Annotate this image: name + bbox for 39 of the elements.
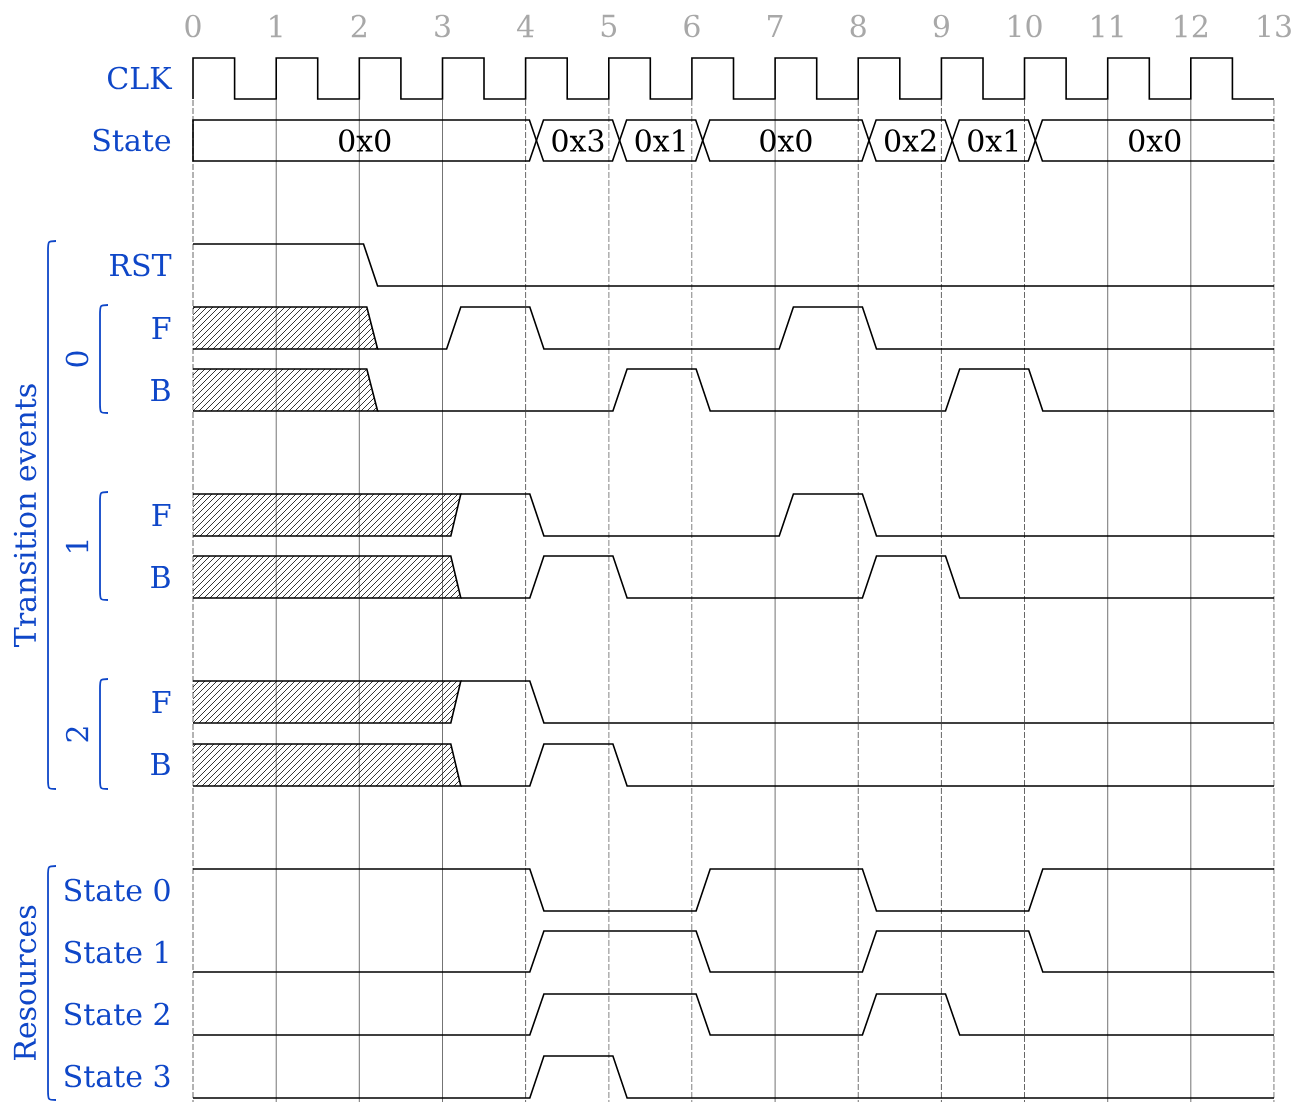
tick-label: 13	[1258, 14, 1291, 38]
signal-label: B	[151, 753, 170, 775]
group-label: 1	[65, 540, 89, 552]
signal-label: F	[152, 504, 171, 526]
tick-label: 4	[517, 14, 534, 38]
group-label: 2	[65, 727, 89, 742]
signal-label: State 3	[65, 1064, 170, 1088]
signal-label: State	[93, 128, 171, 152]
signal-label: CLK	[108, 66, 173, 90]
tick-label: 11	[1092, 14, 1123, 38]
signal-label: B	[151, 566, 170, 588]
signal-label: F	[152, 317, 171, 339]
bus-segment: 0x1	[951, 119, 1037, 162]
tick-label: 0	[185, 14, 201, 38]
signal-label: B	[151, 379, 170, 401]
signal-label: RST	[110, 253, 172, 277]
signal-label: F	[152, 691, 171, 713]
tick-label: 6	[684, 14, 700, 38]
tick-label: 5	[601, 14, 616, 38]
signal-label: State 0	[65, 878, 170, 902]
tick-label: 10	[1009, 14, 1042, 38]
signal-label: State 2	[65, 1002, 169, 1026]
signal-label: State 1	[65, 940, 168, 964]
tick-label: 12	[1175, 14, 1207, 38]
group-label: Transition events	[13, 384, 37, 647]
tick-label: 7	[768, 15, 783, 37]
group-label: 0	[65, 351, 89, 367]
tick-label: 9	[933, 14, 949, 38]
bus-segment: 0x0	[1034, 119, 1275, 162]
tick-label: 8	[850, 14, 866, 38]
tick-label: 3	[435, 14, 450, 38]
tick-label: 1	[270, 14, 282, 38]
bus-segment: 0x0	[192, 119, 538, 162]
group-label: Resources	[13, 905, 37, 1061]
bus-segment: 0x2	[868, 119, 954, 162]
tick-label: 2	[351, 14, 366, 38]
bus-segment: 0x1	[618, 119, 704, 162]
bus-segment: 0x0	[701, 119, 870, 162]
bus-segment: 0x3	[535, 119, 621, 162]
